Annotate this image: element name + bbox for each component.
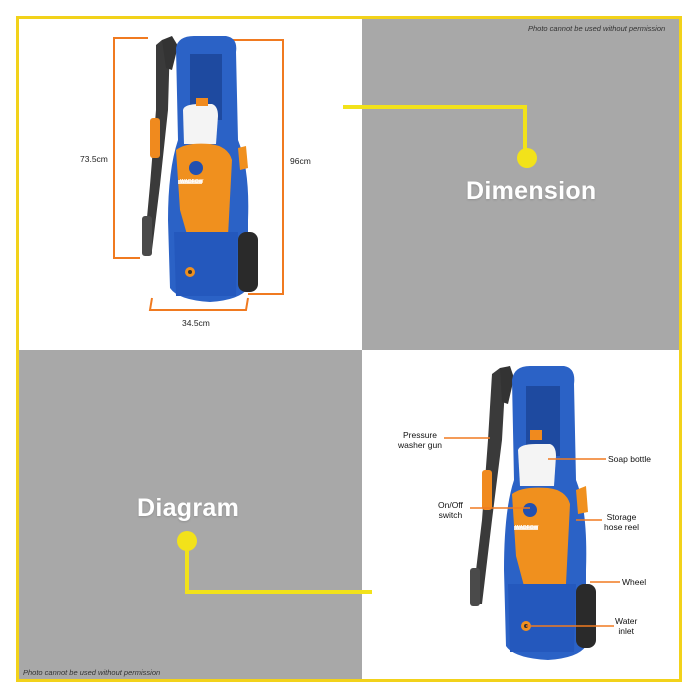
spray-gun [142, 36, 178, 256]
brand-logo-bottom: WADFOW [515, 525, 539, 531]
dimension-connector-dot [517, 148, 537, 168]
callout-lines [444, 437, 620, 627]
label-soap-bottle: Soap bottle [608, 454, 652, 464]
washer-body [168, 36, 258, 302]
dimension-title-panel [362, 19, 679, 350]
dimension-heading: Dimension [466, 177, 597, 205]
width-label: 34.5cm [182, 318, 210, 328]
brand-logo-top: WADFOW [180, 179, 204, 185]
label-wheel: Wheel [622, 577, 647, 587]
copyright-notice-top: Photo cannot be used without permission [528, 24, 666, 33]
label-pressure-washer-gun: Pressure washer gun [398, 430, 442, 450]
total-height-label: 96cm [290, 156, 311, 166]
dimension-connector [343, 105, 527, 157]
diagram-title-panel [19, 350, 362, 679]
washer-body-diagram [504, 366, 596, 660]
copyright-notice-bottom: Photo cannot be used without permission [23, 668, 161, 677]
product-infographic [16, 16, 682, 682]
diagram-heading: Diagram [137, 494, 240, 522]
label-on-off-switch: On/Off switch [438, 500, 463, 520]
spray-gun-diagram [470, 366, 514, 606]
handle-height-label: 73.5cm [80, 154, 108, 164]
diagram-connector [185, 541, 372, 594]
diagram-connector-dot [177, 531, 197, 551]
label-storage-hose-reel: Storage hose reel [604, 512, 639, 532]
dimension-lines [113, 37, 284, 311]
label-water-inlet: Water inlet [615, 616, 638, 636]
